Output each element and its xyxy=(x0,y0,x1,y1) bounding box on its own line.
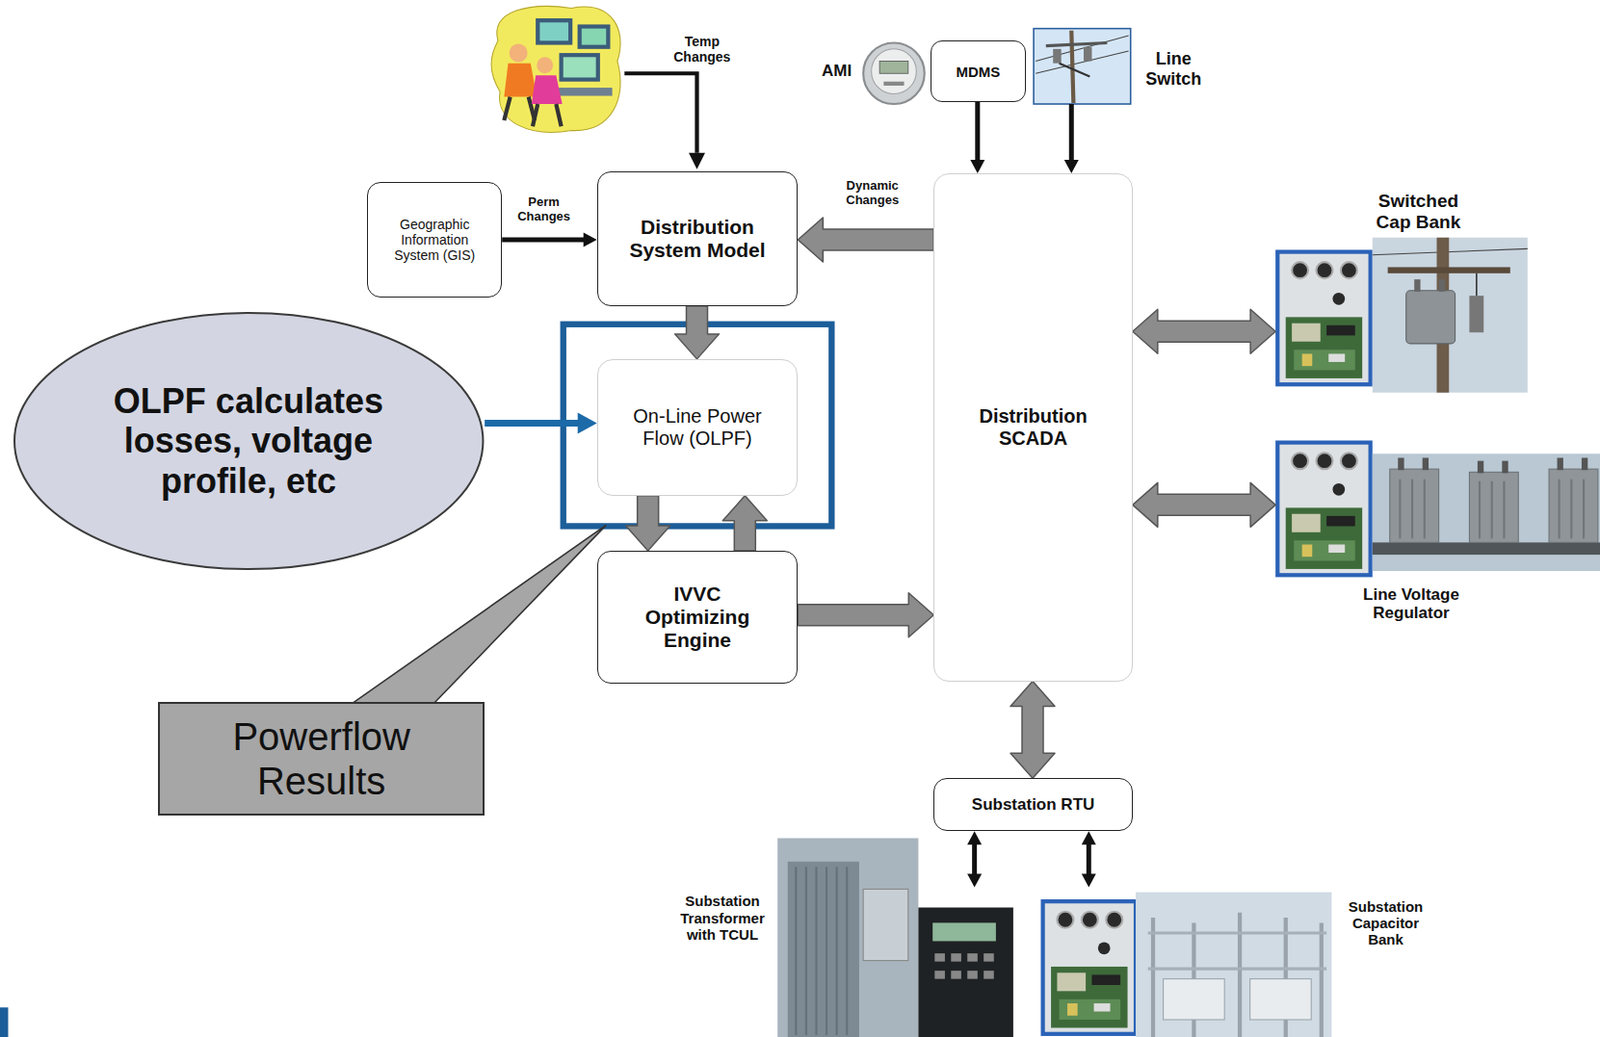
device-picture: Substation Capacitor Bank xyxy=(1040,888,1521,1037)
box-label: Powerflow Results xyxy=(206,714,438,804)
callout-ellipse: OLPF calculates losses, voltage profile,… xyxy=(12,311,485,572)
device-picture: Line Switch xyxy=(1033,28,1220,105)
corner-mark xyxy=(0,1007,8,1037)
cap-bank-pictures xyxy=(1275,237,1528,394)
callout-box: Powerflow Results xyxy=(157,702,485,817)
box-label: Substation RTU xyxy=(945,795,1122,815)
device-picture: Substation Transformer with TCUL xyxy=(673,888,1014,1037)
flow-arrow xyxy=(1010,681,1055,780)
box-label: IVVC Optimizing Engine xyxy=(630,582,764,653)
system-box: MDMS xyxy=(930,40,1026,103)
picture-label: Substation Transformer with TCUL xyxy=(673,892,772,944)
box-label: On-Line Power Flow (OLPF) xyxy=(621,405,774,450)
box-label: Distribution SCADA xyxy=(958,405,1108,450)
regulator-pictures xyxy=(1275,440,1600,578)
box-label: OLPF calculates losses, voltage profile,… xyxy=(80,381,417,501)
operator-illustration xyxy=(491,6,621,133)
line-switch-photo xyxy=(1033,28,1131,105)
edge-label: Dynamic Changes xyxy=(834,179,912,209)
label-holder: AMI xyxy=(814,61,860,81)
data-source-box: Geographic Information System (GIS) xyxy=(367,182,502,299)
box-label: Distribution System Model xyxy=(605,215,789,263)
flow-arrow xyxy=(1064,104,1079,174)
flow-arrow xyxy=(675,306,720,360)
box-label: Geographic Information System (GIS) xyxy=(377,216,492,263)
flow-arrow xyxy=(501,232,598,247)
flow-arrow xyxy=(1132,309,1276,354)
flow-arrow xyxy=(970,102,985,174)
process-box: IVVC Optimizing Engine xyxy=(597,550,799,684)
picture-label: Line Switch xyxy=(1138,49,1208,89)
box-label: MDMS xyxy=(938,63,1018,80)
label-holder: Temp Changes xyxy=(666,33,738,65)
flow-arrow xyxy=(967,831,982,888)
flow-arrow xyxy=(484,413,598,435)
picture-label: Switched Cap Bank xyxy=(1363,190,1472,234)
rtu-box: Substation RTU xyxy=(933,778,1133,832)
flow-arrow xyxy=(1081,831,1097,888)
flow-arrow xyxy=(722,496,767,551)
scada-box: Distribution SCADA xyxy=(933,173,1133,682)
flow-arrow xyxy=(797,593,934,638)
ellipse-shape xyxy=(14,313,483,570)
annotation-label: AMI xyxy=(814,61,860,81)
flow-arrow xyxy=(626,496,671,551)
transformer-pictures xyxy=(777,838,1014,1037)
device-picture: Line Voltage Regulator xyxy=(1275,441,1599,626)
edge-label: Perm Changes xyxy=(509,195,579,225)
temp-changes-arrow xyxy=(624,73,706,170)
process-box: Distribution System Model xyxy=(597,171,799,307)
substation-cap-pictures xyxy=(1040,892,1332,1037)
flow-arrow xyxy=(1132,482,1276,527)
flow-arrow xyxy=(797,217,934,263)
picture-label: Substation Capacitor Bank xyxy=(1339,898,1433,949)
picture-label: Line Voltage Regulator xyxy=(1347,585,1475,624)
process-box: On-Line Power Flow (OLPF) xyxy=(597,359,799,497)
device-picture: Switched Cap Bank xyxy=(1275,188,1531,394)
edge-label-holder: Dynamic Changes xyxy=(834,179,912,209)
annotation-label: Temp Changes xyxy=(666,33,738,65)
smart-meter-icon xyxy=(863,42,925,105)
edge-label-holder: Perm Changes xyxy=(509,195,579,225)
callout-tail xyxy=(351,524,606,704)
